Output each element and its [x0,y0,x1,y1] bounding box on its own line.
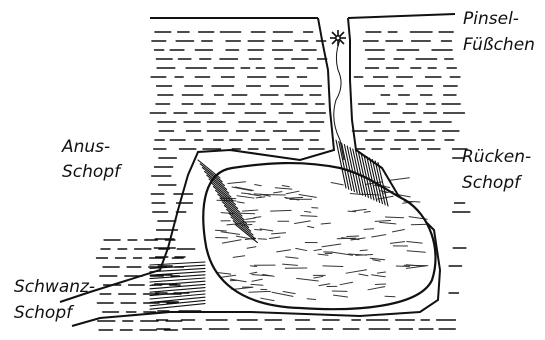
body-stroke [255,230,262,231]
body-stroke [301,216,317,217]
body-stroke [307,299,315,300]
body-stroke [360,250,367,251]
body-stroke [364,229,374,230]
body-stroke [396,266,409,267]
body-stroke [375,284,385,285]
body-stroke [215,230,226,231]
label-schwanz-line2: Schopf [14,303,75,323]
tuft-line [150,272,205,276]
label-pinsel-line2: Füßchen [463,35,535,55]
body-stroke [411,224,428,225]
label-schwanz-line1: Schwanz- [14,277,95,297]
label-anus-line2: Schopf [62,162,123,182]
body-stroke [385,296,395,297]
body-stroke [323,266,343,267]
label-ruecken-line1: Rücken- [462,147,531,167]
body-stroke [271,210,292,211]
label-ruecken-line2: Schopf [462,173,523,193]
label-pinsel-line1: Pinsel- [463,9,519,29]
label-anus-line1: Anus- [61,137,110,157]
body-stroke [385,217,403,218]
asterisk-brush-icon [330,30,346,46]
body-stroke [337,238,356,239]
body-stroke [390,178,409,180]
tuft-line [150,262,205,265]
